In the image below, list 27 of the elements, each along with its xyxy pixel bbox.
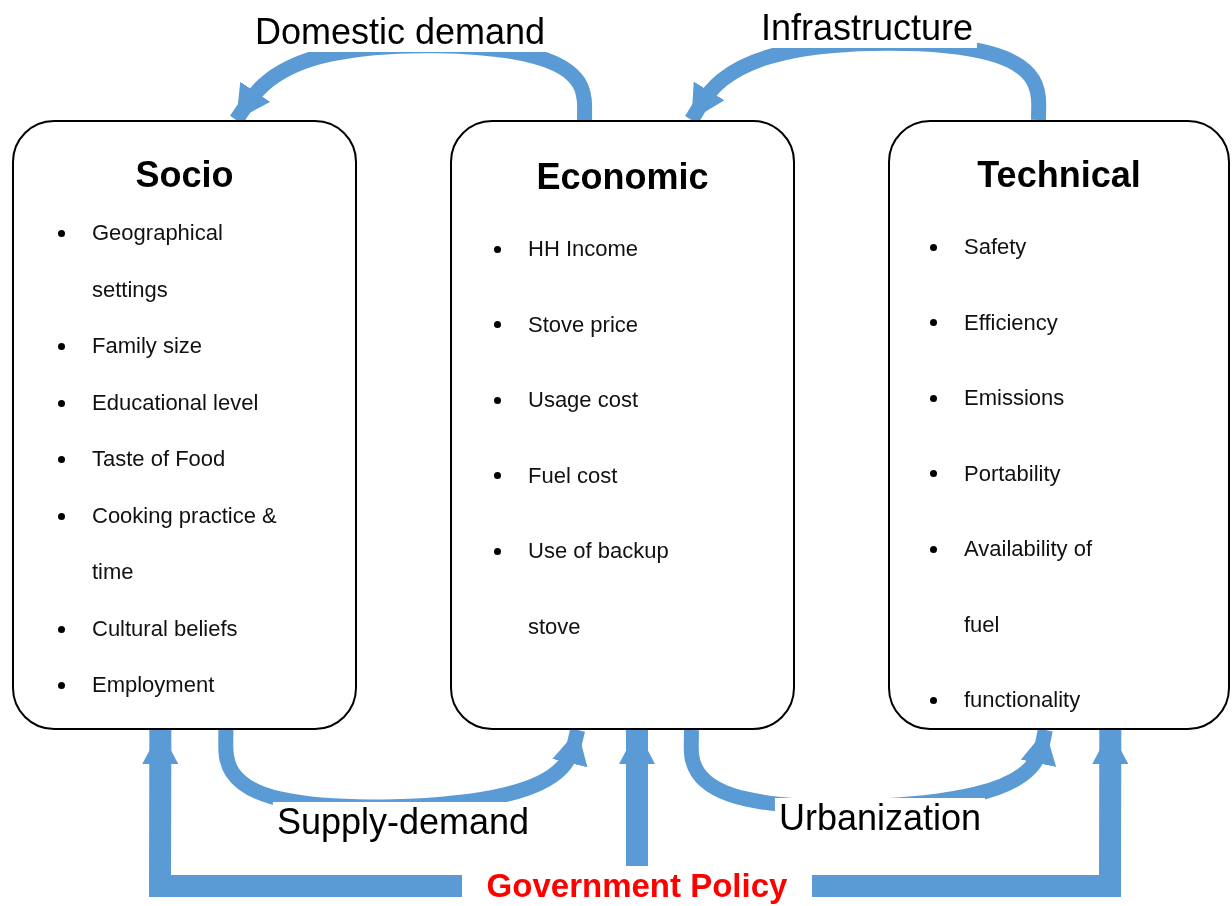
bullet-item: Stove price	[528, 310, 640, 339]
bullet-item: Cooking practice & time	[92, 501, 278, 586]
box-heading: Socio	[134, 154, 235, 196]
category-box	[888, 120, 1230, 730]
bullet-item: Educational level	[92, 388, 260, 417]
arrow	[619, 730, 655, 866]
arrow	[142, 729, 462, 897]
bullet-item: Cultural beliefs	[92, 614, 239, 643]
box-heading: Economic	[535, 156, 710, 198]
category-box	[12, 120, 357, 730]
policy-label: Government Policy	[462, 866, 812, 906]
arrow	[812, 729, 1129, 897]
bullet-item: Geographical settings	[92, 219, 224, 304]
box-heading: Technical	[976, 154, 1142, 196]
bullet-item: Usage cost	[528, 386, 640, 414]
bullet-item: Taste of Food	[92, 445, 227, 473]
bullet-item: Emissions	[964, 384, 1066, 412]
bullet-item: Family size	[92, 332, 203, 360]
bullet-item: Safety	[964, 233, 1028, 261]
category-box	[450, 120, 795, 730]
bullet-item: Portability	[964, 459, 1062, 488]
bullet-item: HH Income	[528, 235, 640, 263]
bullet-item: Employment	[92, 671, 216, 699]
bullet-item: functionality	[964, 686, 1082, 714]
bullet-item: Efficiency	[964, 308, 1059, 337]
bullet-item: Use of backup stove	[528, 537, 670, 641]
bullet-item: Fuel cost	[528, 461, 619, 490]
